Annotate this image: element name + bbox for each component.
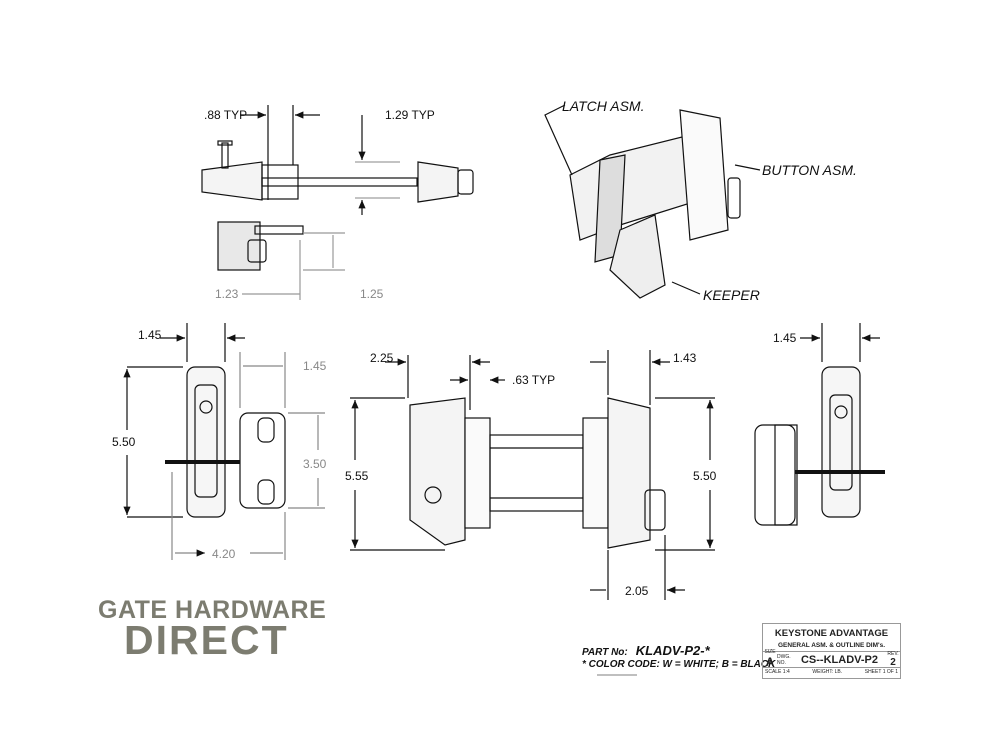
scale: SCALE 1:4 (765, 669, 790, 675)
dim-125: 1.25 (360, 287, 384, 301)
iso-view (544, 104, 761, 299)
dim-button-offset: 2.05 (625, 584, 649, 598)
part-info: PART No: KLADV-P2-* * COLOR CODE: W = WHI… (582, 643, 776, 671)
dim-latch-depth: 2.25 (370, 351, 394, 365)
color-code: * COLOR CODE: W = WHITE; B = BLACK (582, 659, 776, 670)
dim-button-depth: 1.43 (673, 351, 697, 365)
dim-left-height: 5.50 (112, 435, 136, 449)
logo-line2: DIRECT (124, 617, 289, 663)
dim-129-typ: 1.29 TYP (385, 108, 435, 122)
size: A (765, 655, 775, 669)
subtitle: GENERAL ASM. & OUTLINE DIM's. (763, 642, 900, 652)
right-view (754, 323, 885, 526)
dim-plate: .63 TYP (512, 373, 556, 387)
rev-label: REV. (887, 650, 899, 657)
rev: 2 (890, 656, 896, 668)
button-asm-callout: BUTTON ASM. (762, 162, 857, 178)
part-number: KLADV-P2-* (635, 643, 710, 658)
weight: WEIGHT: LB. (812, 669, 843, 675)
dwg-number: CS--KLADV-P2 (800, 653, 878, 666)
dim-88-typ: .88 TYP (204, 108, 248, 122)
part-label: PART No: (582, 647, 628, 658)
dwg-label: DWG. NO. (777, 653, 791, 666)
sheet: SHEET 1 OF 1 (864, 669, 898, 675)
dim-keeper-width: 1.45 (303, 359, 327, 373)
dim-overall: 4.20 (212, 547, 236, 561)
latch-asm-callout: LATCH ASM. (562, 98, 645, 114)
left-view (123, 323, 325, 560)
size-label: SIZE (764, 649, 776, 655)
dim-123: 1.23 (215, 287, 239, 301)
title: KEYSTONE ADVANTAGE (774, 628, 889, 639)
top-view (201, 105, 474, 300)
dim-left-width: 1.45 (138, 328, 162, 342)
logo-line1: GATE HARDWARE (98, 596, 327, 624)
keeper-callout: KEEPER (703, 287, 760, 303)
front-view (350, 350, 715, 600)
dim-button-height: 5.50 (693, 469, 717, 483)
dim-right-width: 1.45 (773, 331, 797, 345)
dim-latch-height: 5.55 (345, 469, 369, 483)
title-block: KEYSTONE ADVANTAGE GENERAL ASM. & OUTLIN… (762, 623, 901, 679)
dim-keeper-height: 3.50 (303, 457, 327, 471)
